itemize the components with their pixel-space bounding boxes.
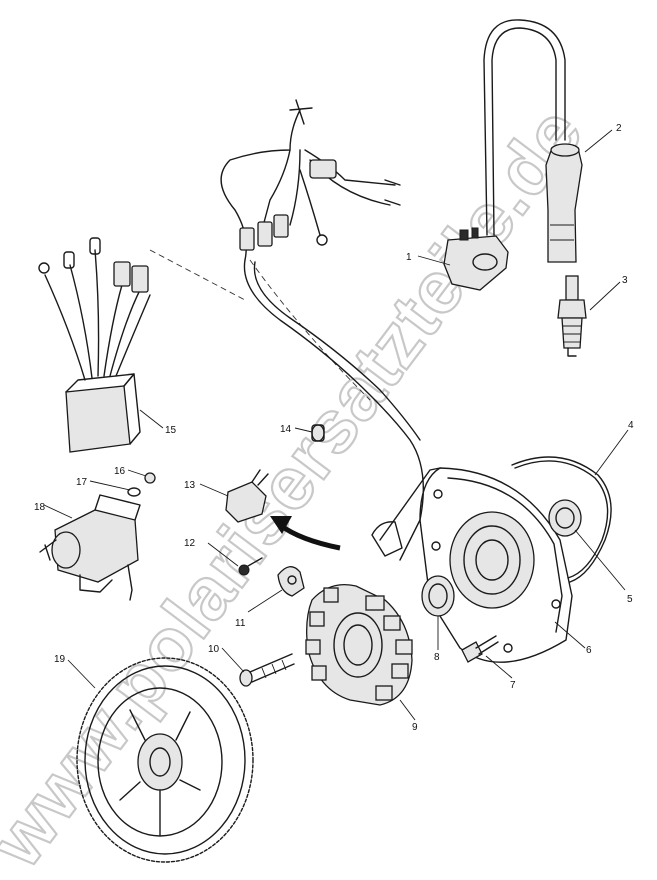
oil-seal-5: [548, 499, 582, 537]
ignition-coil: [443, 227, 509, 291]
callout-2: 2: [616, 123, 622, 134]
callout-13: 13: [184, 480, 196, 491]
stator-housing: [371, 467, 573, 663]
callout-7: 7: [510, 680, 516, 691]
callout-19: 19: [54, 654, 66, 665]
leader-lines: [43, 129, 629, 721]
callout-8: 8: [434, 652, 440, 663]
stator: [305, 583, 413, 706]
callout-10: 10: [208, 644, 220, 655]
grommet: [311, 424, 325, 442]
flywheel: [76, 657, 254, 863]
screw-12: [238, 557, 263, 576]
callout-1: 1: [406, 252, 412, 263]
callout-17: 17: [76, 477, 88, 488]
wiring-harness: [220, 99, 424, 561]
callout-9: 9: [412, 722, 418, 733]
o-ring: [511, 456, 612, 583]
callout-numbers: 1 2 3 4 5 6 7 8 9 10 11 12 13 14 15 16 1…: [34, 123, 634, 733]
callout-15: 15: [165, 425, 177, 436]
oil-seal-8: [421, 575, 455, 617]
callout-12: 12: [184, 538, 196, 549]
callout-14: 14: [280, 424, 292, 435]
connector-13: [225, 469, 269, 523]
callout-18: 18: [34, 502, 46, 513]
starter-relay: [39, 494, 141, 601]
callout-3: 3: [622, 275, 628, 286]
spark-plug: [557, 275, 587, 357]
spark-plug-cap-and-lead: [483, 19, 583, 263]
wire-routing-lines: [149, 249, 371, 401]
callout-5: 5: [627, 594, 633, 605]
assembly-arrow: [270, 516, 341, 551]
callout-11: 11: [235, 618, 246, 629]
cdi-box: [38, 237, 151, 453]
callout-16: 16: [114, 466, 126, 477]
callout-4: 4: [628, 420, 634, 431]
callout-6: 6: [586, 645, 592, 656]
wire-clamp: [277, 566, 305, 597]
screw-and-washer: [127, 472, 156, 497]
bolt-10: [239, 653, 295, 687]
bolt-7: [461, 635, 499, 663]
